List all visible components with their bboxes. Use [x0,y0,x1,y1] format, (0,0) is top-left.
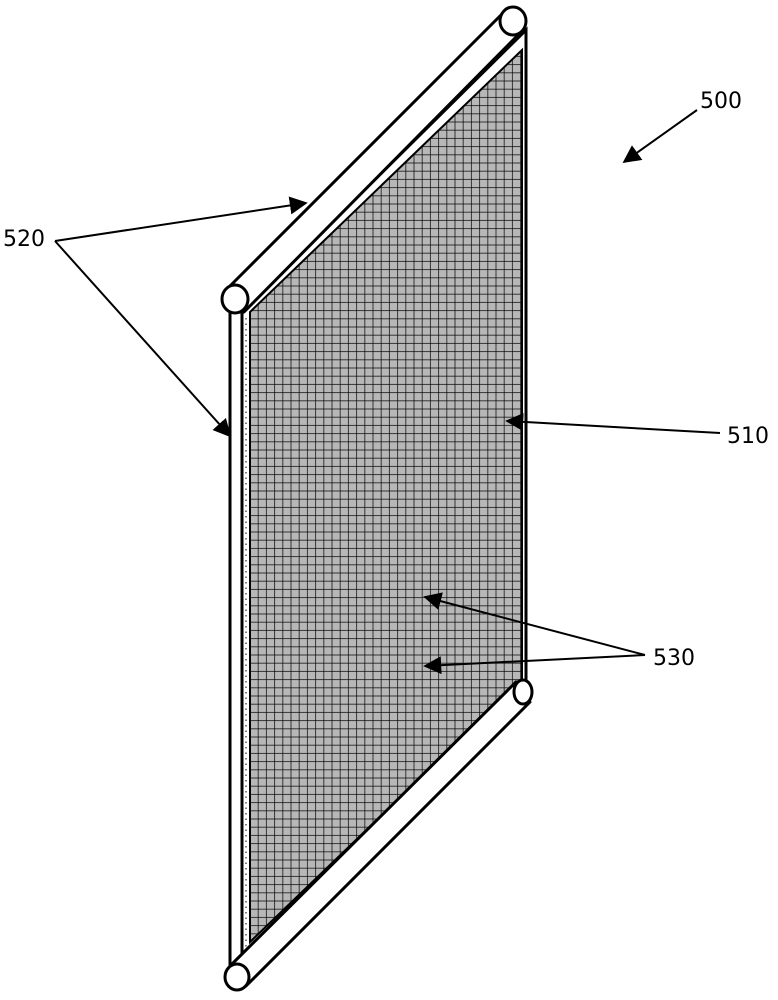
arrow-520-top-rod [55,203,306,241]
arrow-520-side-rail [55,241,230,436]
label-500: 500 [700,89,742,114]
label-510: 510 [727,424,769,449]
label-530: 530 [653,646,695,671]
label-520: 520 [3,227,45,252]
arrow-510 [507,421,720,433]
arrow-500 [624,110,697,162]
